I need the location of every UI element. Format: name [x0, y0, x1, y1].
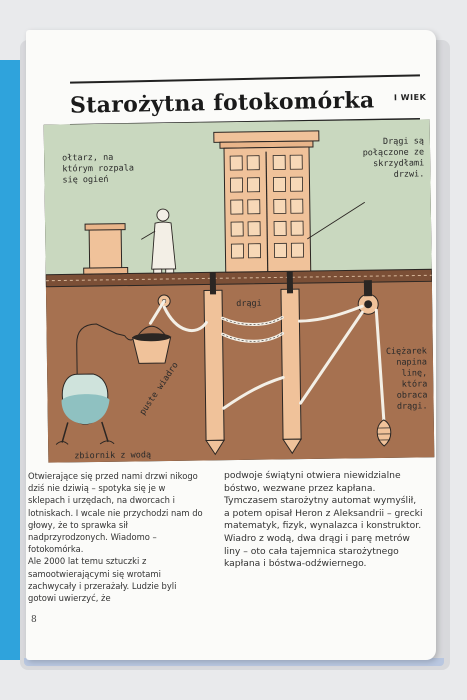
text-column-left: Otwierające się przed nami drzwi nikogo …: [28, 470, 203, 604]
page-title: Starożytna fotokomórka: [69, 87, 375, 119]
label-rods-connected-2: połączone ze: [363, 147, 425, 158]
paragraph-right-1: podwoje świątyni otwiera niewidzialne bó…: [224, 470, 423, 532]
label-altar-3: się ogień: [62, 175, 108, 186]
label-rods-connected-3: skrzydłami: [373, 158, 424, 169]
book-page-edges: [24, 658, 444, 666]
book-page: Starożytna fotokomórka I WIEK: [26, 30, 436, 660]
paragraph-right-2: Wiadro z wodą, dwa drągi i parę metrów l…: [224, 532, 410, 570]
page-number: 8: [31, 615, 37, 625]
underground-area: [45, 271, 435, 463]
bucket: [132, 325, 172, 364]
label-altar-1: ołtarz, na: [62, 153, 113, 164]
counterweight: [376, 419, 392, 447]
label-tank: zbiornik z wodą: [74, 450, 151, 461]
label-weight-5: obraca: [397, 390, 428, 400]
text-column-right: podwoje świątyni otwiera niewidzialne bó…: [224, 470, 424, 571]
rod-left: [203, 272, 225, 456]
rod-right: [280, 271, 302, 455]
label-rods-connected-4: drzwi.: [394, 169, 425, 179]
title-rule-top: [70, 74, 420, 84]
label-weight-1: Ciężarek: [386, 346, 427, 357]
water-tank: [55, 323, 125, 445]
altar: [83, 223, 129, 275]
label-weight-2: napina: [396, 357, 427, 367]
label-weight-3: linę,: [402, 368, 428, 378]
priest-figure: [141, 208, 177, 274]
paragraph-left-2: Ale 2000 lat temu sztuczki z samootwiera…: [28, 556, 177, 604]
temple-doors: [213, 130, 320, 273]
heron-door-illustration: ołtarz, na którym rozpala się ogień Drąg…: [43, 119, 435, 463]
label-rods-connected-1: Drągi są: [383, 136, 424, 147]
paragraph-left-1: Otwierające się przed nami drzwi nikogo …: [28, 471, 203, 555]
label-altar-2: którym rozpala: [62, 162, 134, 174]
label-rods: drągi: [236, 299, 262, 309]
label-weight-4: która: [402, 378, 428, 389]
century-label: I WIEK: [393, 92, 427, 103]
label-weight-6: drągi.: [397, 401, 428, 411]
